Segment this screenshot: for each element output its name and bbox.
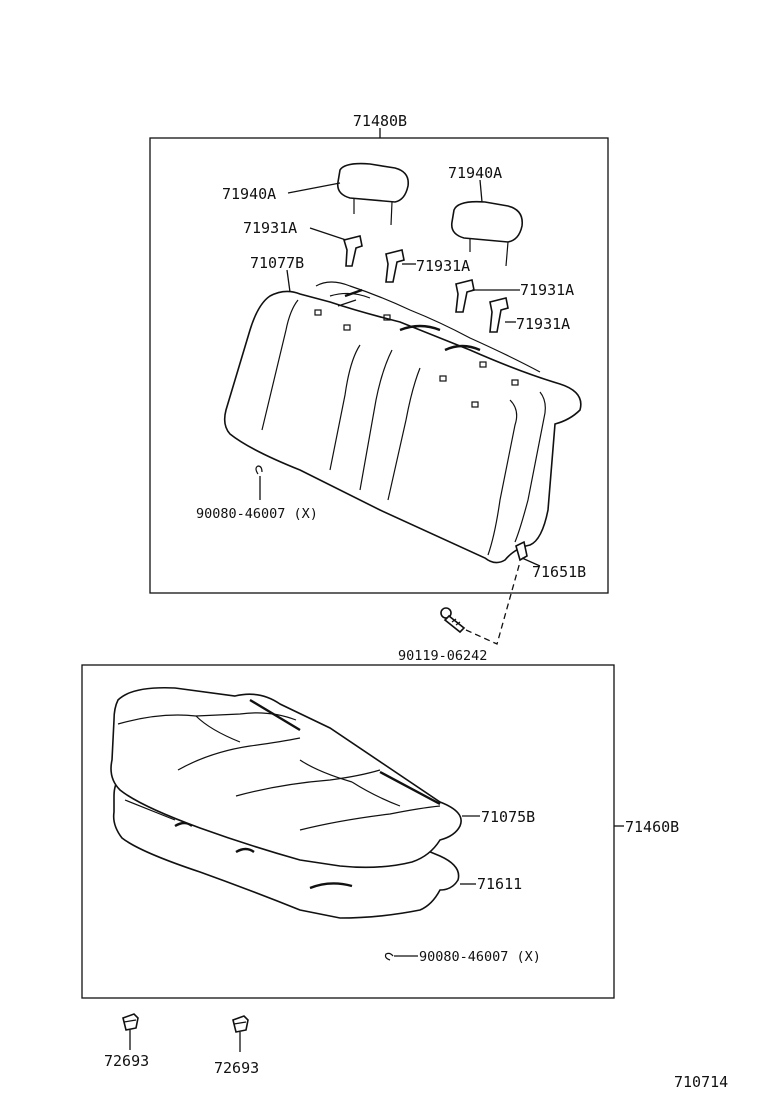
headrest-support-3-label[interactable]: 71931A xyxy=(520,281,574,299)
clip-left[interactable] xyxy=(122,1013,139,1031)
back-bracket-leader xyxy=(521,557,541,567)
backrest-assembly-frame xyxy=(149,137,609,594)
cushion-cover-label[interactable]: 71075B xyxy=(481,808,535,826)
headrest-left[interactable] xyxy=(336,162,410,226)
bolt[interactable] xyxy=(440,607,466,634)
bolt-dashed-line xyxy=(465,561,521,645)
back-cover-label[interactable]: 71077B xyxy=(250,254,304,272)
headrest-support-4[interactable] xyxy=(489,297,509,333)
headrest-support-3[interactable] xyxy=(455,279,475,313)
back-bracket[interactable] xyxy=(515,540,528,562)
figure-number: 710714 xyxy=(674,1073,728,1091)
headrest-left-leader xyxy=(287,182,341,194)
headrest-left-label[interactable]: 71940A xyxy=(222,185,276,203)
back-hog-ring[interactable] xyxy=(255,465,263,475)
cushion-hog-ring-label[interactable]: 90080-46007 (X) xyxy=(419,949,541,965)
bolt-label[interactable]: 90119-06242 xyxy=(398,648,487,664)
headrest-support-1[interactable] xyxy=(342,235,363,267)
headrest-support-2-label[interactable]: 71931A xyxy=(416,257,470,275)
cushion-hog-ring[interactable] xyxy=(384,952,394,961)
back-bracket-label[interactable]: 71651B xyxy=(532,563,586,581)
headrest-support-2[interactable] xyxy=(385,249,405,283)
clip-right[interactable] xyxy=(232,1015,249,1033)
cushion-assembly-label[interactable]: 71460B xyxy=(625,818,679,836)
clip-left-label[interactable]: 72693 xyxy=(104,1052,149,1070)
back-hog-ring-label[interactable]: 90080-46007 (X) xyxy=(196,506,318,522)
cushion-pad-label[interactable]: 71611 xyxy=(477,875,522,893)
headrest-right-label[interactable]: 71940A xyxy=(448,164,502,182)
headrest-support-1-leader xyxy=(309,227,347,241)
clip-right-label[interactable]: 72693 xyxy=(214,1059,259,1077)
backrest-assembly-label[interactable]: 71480B xyxy=(353,112,407,130)
headrest-support-4-label[interactable]: 71931A xyxy=(516,315,570,333)
headrest-right-leader xyxy=(479,179,483,203)
back-cover-leader xyxy=(286,269,291,293)
cushion-cover[interactable] xyxy=(110,686,462,869)
seat-back[interactable] xyxy=(223,281,582,564)
cushion-assembly-frame xyxy=(81,664,615,999)
headrest-support-1-label[interactable]: 71931A xyxy=(243,219,297,237)
headrest-right[interactable] xyxy=(450,200,524,267)
